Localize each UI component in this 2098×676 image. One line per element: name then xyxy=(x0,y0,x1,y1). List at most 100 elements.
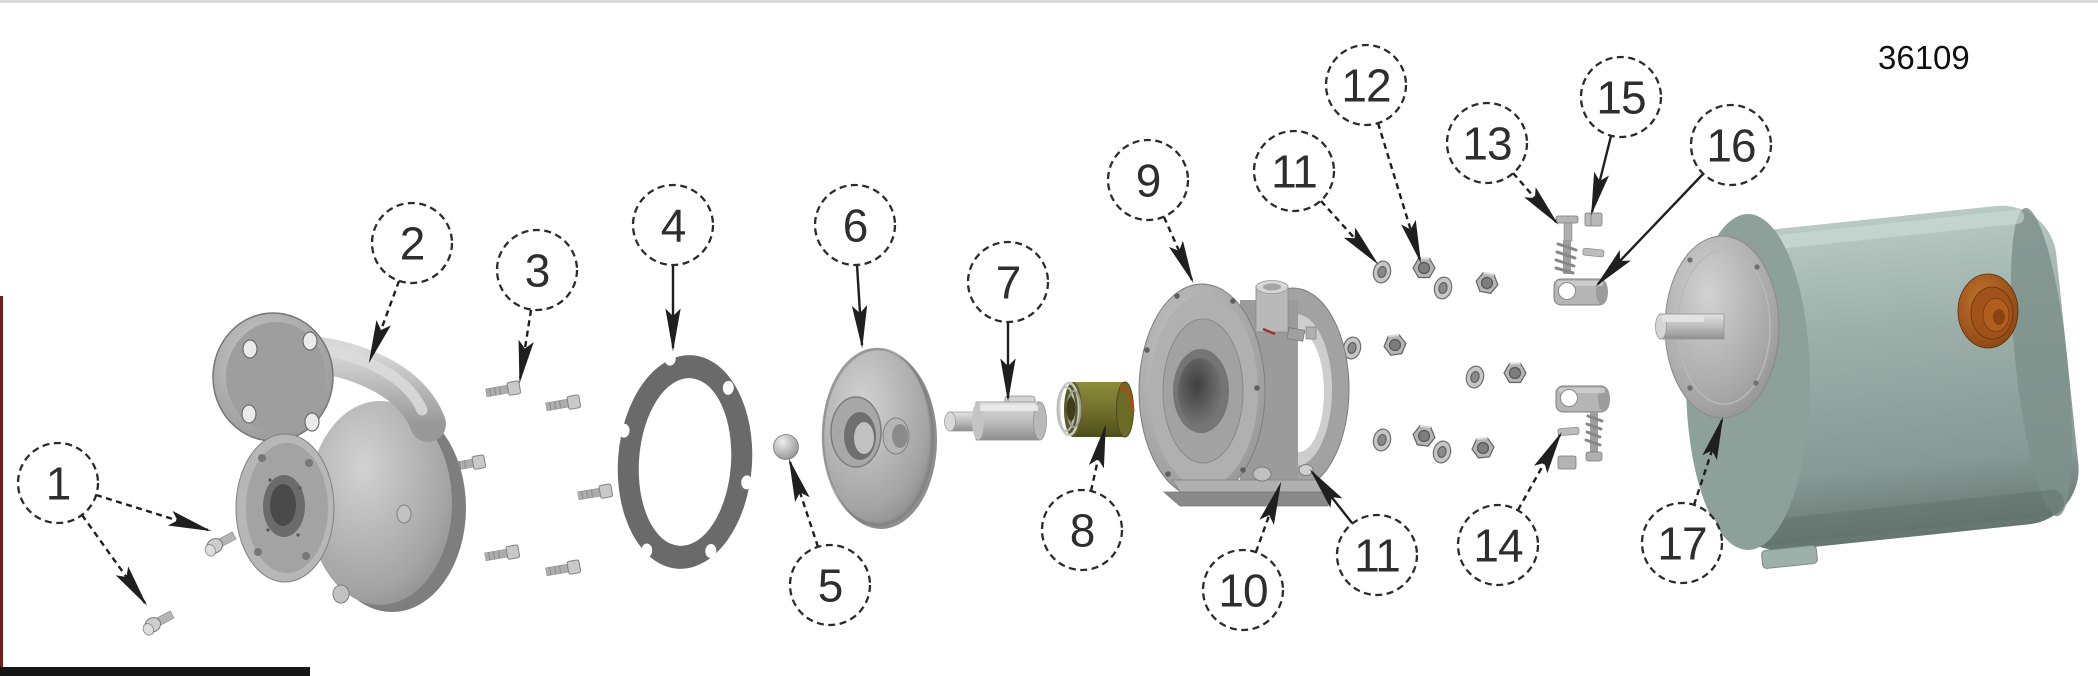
balloon-circle xyxy=(1106,138,1190,222)
drive-ball xyxy=(773,434,799,460)
page-top-edge xyxy=(0,0,2098,3)
balloon-circle xyxy=(1252,129,1336,213)
callout-arrow xyxy=(1254,481,1282,553)
clamp-assembly-lower xyxy=(1555,385,1610,470)
callout-arrow xyxy=(1320,200,1379,265)
balloon-11: 11 xyxy=(1252,129,1379,265)
callout-arrow xyxy=(1595,173,1704,287)
balloon-circle xyxy=(495,228,579,312)
balloon-number: 11 xyxy=(1271,146,1317,198)
balloon-circle xyxy=(1445,101,1529,185)
clamp-nut xyxy=(1584,212,1603,227)
red-mark xyxy=(1262,327,1276,336)
motor-foot-tab xyxy=(1761,545,1818,569)
support-foot xyxy=(1162,479,1329,507)
balloon-circle xyxy=(1640,501,1724,585)
adapter-top-boss xyxy=(1255,280,1317,342)
foot-washer xyxy=(1298,464,1314,476)
balloon-number: 6 xyxy=(843,200,868,252)
motor-fan-cone xyxy=(1957,273,2019,349)
balloon-number: 16 xyxy=(1706,120,1755,172)
balloon-circle xyxy=(966,240,1050,324)
balloon-number: 12 xyxy=(1341,60,1390,112)
impeller xyxy=(821,347,937,529)
clamp-washer-bar-lower xyxy=(1557,427,1580,436)
balloon-number: 8 xyxy=(1070,505,1095,557)
pump-shaft xyxy=(944,395,1047,441)
motor xyxy=(1655,205,2079,569)
balloon-16: 16 xyxy=(1595,103,1773,287)
page-bottom-edge-artifact xyxy=(0,667,310,676)
adapter-bracket xyxy=(1138,280,1350,507)
balloon-circle xyxy=(1324,43,1408,127)
balloon-circle xyxy=(1201,548,1285,632)
balloon-5: 5 xyxy=(788,458,872,627)
balloon-circle xyxy=(1689,103,1773,187)
balloon-number: 4 xyxy=(661,200,686,252)
clamp-screw-spring xyxy=(1554,215,1579,275)
balloon-1: 1 xyxy=(16,441,212,606)
sleeve-orange-edge xyxy=(1119,383,1135,413)
washers xyxy=(1342,260,1485,464)
balloon-6: 6 xyxy=(813,183,897,349)
motor-clamp-lower xyxy=(1555,385,1610,413)
balloon-circle xyxy=(1456,503,1540,587)
callout-arrow xyxy=(368,280,401,364)
clamp-assembly-upper xyxy=(1553,212,1608,306)
adapter-bore xyxy=(1178,358,1222,426)
balloon-number: 2 xyxy=(400,218,425,270)
balloon-circle xyxy=(1040,488,1124,572)
balloon-circle xyxy=(16,441,100,525)
balloon-number: 7 xyxy=(996,257,1021,309)
balloon-9: 9 xyxy=(1106,138,1194,284)
clamp-nut-lower xyxy=(1557,455,1577,470)
balloon-number: 14 xyxy=(1473,520,1523,572)
clamp-screw-spring-lower xyxy=(1584,412,1604,462)
balloon-circle xyxy=(788,543,872,627)
foot-bolt xyxy=(1252,466,1272,482)
callout-arrow xyxy=(81,514,148,606)
balloon-7: 7 xyxy=(966,240,1050,402)
pump-casing xyxy=(212,312,466,612)
clamp-washer-bar xyxy=(1582,247,1605,258)
shaft-sleeve xyxy=(1056,381,1135,438)
balloon-number: 11 xyxy=(1354,530,1400,582)
callout-arrow xyxy=(1088,424,1107,492)
balloon-13: 13 xyxy=(1445,101,1559,225)
callout-arrow xyxy=(788,458,820,548)
callout-arrow xyxy=(95,493,212,532)
balloon-10: 10 xyxy=(1201,481,1285,632)
hex-nuts xyxy=(1383,257,1527,459)
drawing-number: 36109 xyxy=(1878,39,1970,76)
balloon-15: 15 xyxy=(1579,55,1663,216)
balloon-14: 14 xyxy=(1456,431,1562,587)
callout-arrow xyxy=(518,309,534,384)
balloon-number: 10 xyxy=(1218,565,1267,617)
callout-arrow xyxy=(1309,469,1353,524)
balloon-number: 13 xyxy=(1462,118,1511,170)
motor-shaft xyxy=(1655,313,1725,340)
balloon-4: 4 xyxy=(631,183,715,352)
callout-arrow xyxy=(1376,122,1422,264)
balloon-circle xyxy=(631,183,715,267)
callout-arrow xyxy=(1590,135,1613,216)
casing-boss-lower xyxy=(332,584,350,604)
balloon-number: 3 xyxy=(525,245,550,297)
discharge-flange xyxy=(235,433,335,583)
callout-arrow xyxy=(1692,416,1724,506)
balloon-3: 3 xyxy=(495,228,579,384)
gasket xyxy=(617,351,753,569)
balloon-circle xyxy=(1579,55,1663,139)
flange-screws xyxy=(142,531,237,636)
callout-arrow xyxy=(851,264,868,349)
casing-boss xyxy=(396,504,412,524)
balloon-8: 8 xyxy=(1040,424,1124,572)
volute xyxy=(308,401,452,605)
balloon-12: 12 xyxy=(1324,43,1422,264)
suction-flange xyxy=(212,312,334,442)
callout-arrow xyxy=(1162,216,1194,284)
balloon-number: 17 xyxy=(1657,518,1706,570)
